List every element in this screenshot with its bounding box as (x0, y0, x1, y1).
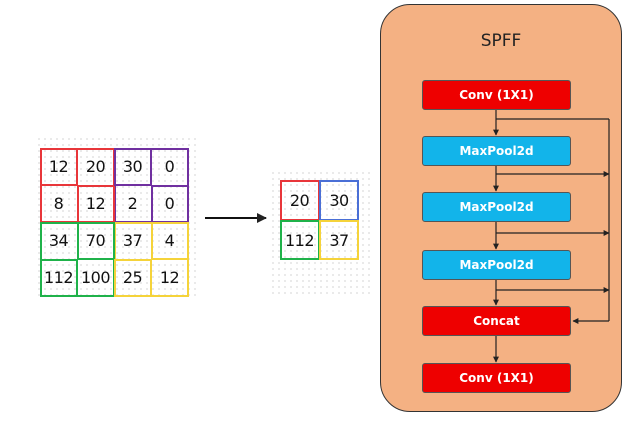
maxpool-block: MaxPool2d (422, 250, 571, 280)
pooled-cell: 20 (289, 190, 310, 210)
input-cell: 12 (159, 268, 180, 287)
pooled-yellow-outline (319, 220, 359, 260)
input-dot-background (36, 136, 196, 300)
pooled-cell: 30 (329, 190, 349, 210)
maxpool-block: MaxPool2d (422, 192, 571, 222)
spff-title: SPFF (480, 31, 522, 51)
input-cell: 20 (85, 157, 106, 176)
pooled-cell: 112 (284, 230, 315, 250)
pooled-cell: 37 (329, 230, 349, 250)
red-inner-cell-outline (40, 148, 78, 186)
input-cell: 4 (164, 231, 175, 250)
input-cell: 37 (122, 231, 143, 250)
input-cell: 8 (53, 194, 64, 213)
conv-block: Conv (1X1) (422, 363, 571, 393)
input-cell: 0 (164, 157, 175, 176)
yellow-inner-cell-outline (151, 222, 189, 260)
conv-block: Conv (1X1) (422, 80, 571, 110)
input-cell: 30 (122, 157, 143, 176)
input-cell: 0 (164, 194, 175, 213)
input-cell: 70 (85, 231, 106, 250)
input-cell: 34 (48, 231, 69, 250)
pooled-matrix: 20 30 112 37 (280, 180, 359, 260)
input-cell: 2 (127, 194, 138, 213)
input-matrix: 12 20 30 0 8 12 2 0 34 70 37 4 112 100 2… (40, 148, 189, 297)
concat-block: Concat (422, 306, 571, 336)
yellow-inner-cell-outline (114, 259, 152, 297)
green-inner-cell-outline (77, 222, 115, 260)
maxpool-block: MaxPool2d (422, 136, 571, 166)
green-inner-cell-outline (40, 259, 78, 297)
input-cell: 25 (122, 268, 143, 287)
input-cell: 12 (48, 157, 69, 176)
input-cell: 12 (85, 194, 106, 213)
input-cell: 112 (43, 268, 74, 287)
input-cell: 100 (80, 268, 111, 287)
purple-inner-cell-outline (114, 148, 152, 186)
